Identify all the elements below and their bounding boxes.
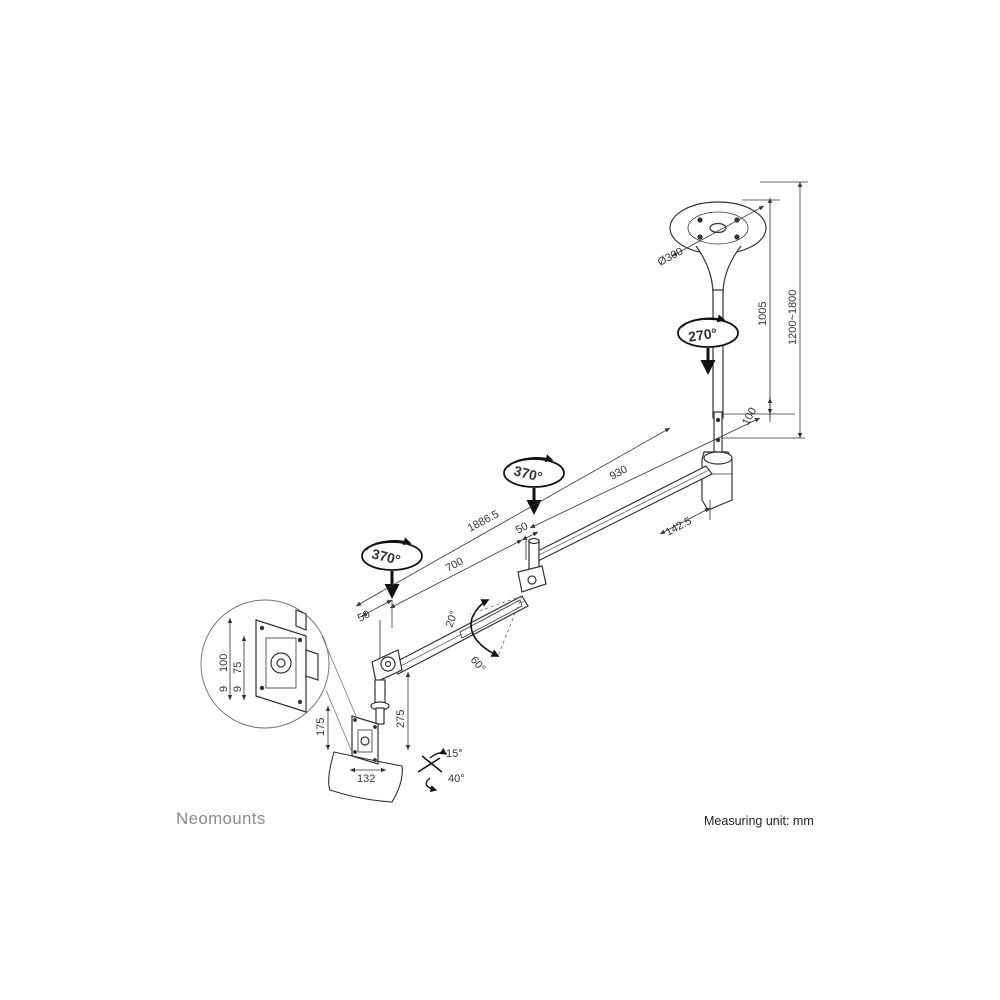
brand-logo: Neomounts <box>176 809 266 828</box>
arm-2-length-label: 700 <box>444 555 466 574</box>
detail-callout <box>200 599 357 753</box>
diameter-line <box>671 205 765 257</box>
drop-height-label: 275 <box>395 710 407 728</box>
tilt-down-label: 60° <box>468 654 488 674</box>
joint-offset-2-label: 50 <box>514 520 530 536</box>
joint-offset-1-label: 50 <box>356 608 372 624</box>
arm-length-dimensions <box>355 417 761 658</box>
head-height-label: 175 <box>315 718 327 736</box>
base-offset-label: 142.5 <box>664 515 694 539</box>
vesa-head <box>351 715 379 765</box>
measuring-unit-note: Measuring unit: mm <box>704 814 814 828</box>
tilt-up-label: 20° <box>444 609 461 629</box>
monitor-outline <box>328 751 403 803</box>
middle-joint <box>517 537 547 593</box>
rotation-indicator-lower: 370° <box>361 537 423 599</box>
detail-9a-label: 9 <box>218 686 230 692</box>
total-length-label: 1886.5 <box>466 508 501 534</box>
pole-length-label: 1005 <box>757 302 769 326</box>
head-tilt-label: 15° <box>446 748 463 760</box>
head-width-label: 132 <box>357 773 375 785</box>
vesa-100-label: 100 <box>218 654 230 672</box>
rotation-top-label: 270° <box>687 325 718 345</box>
rotation-indicator-top: 270° <box>677 314 739 375</box>
lower-joint <box>370 649 403 725</box>
mount-cone <box>695 245 742 293</box>
diameter-label: Ø300 <box>656 245 685 268</box>
detail-9b-label: 9 <box>232 686 244 692</box>
lower-arm <box>391 595 529 675</box>
top-joint <box>701 451 733 511</box>
head-tilt-indicator <box>417 747 448 793</box>
arm-1-length-label: 930 <box>608 463 630 482</box>
ceiling-height-label: 1200~1800 <box>787 290 799 345</box>
rotation-indicator-middle: 370° <box>503 454 565 515</box>
pole-offset-label: 100 <box>740 406 759 428</box>
vertical-pole <box>712 289 724 453</box>
head-swivel-label: 40° <box>448 773 465 785</box>
drop-height-dimension <box>325 672 411 773</box>
vesa-75-label: 75 <box>232 662 244 674</box>
